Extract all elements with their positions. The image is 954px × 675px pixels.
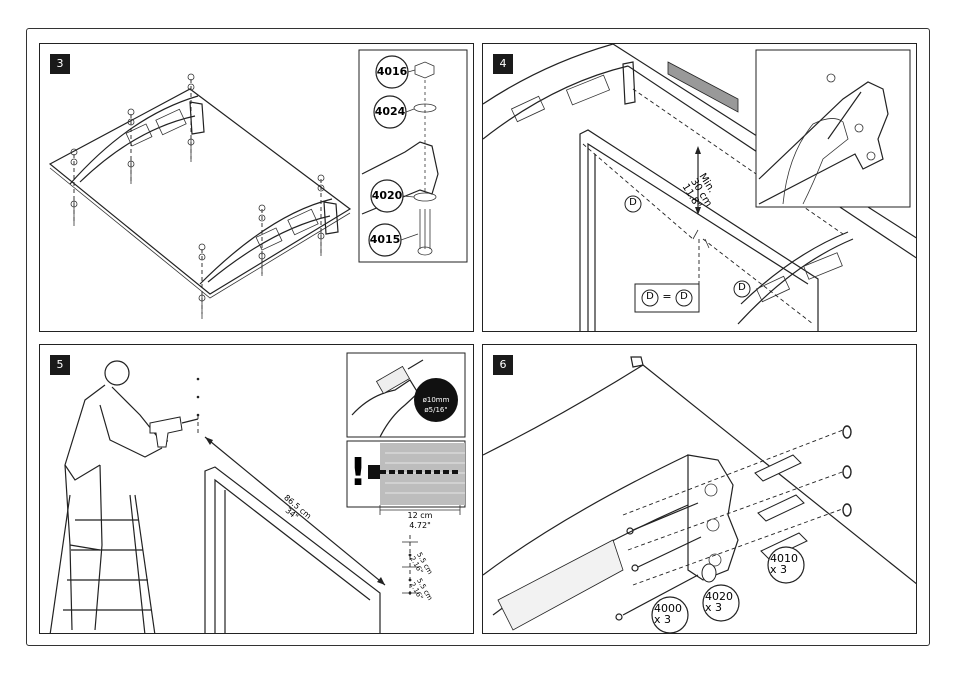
part-4000-quantity: x 3 xyxy=(654,613,672,626)
bracket-slot-left-2 xyxy=(510,95,546,123)
left-bracket-slot-2 xyxy=(125,123,153,147)
equality-left-d: D xyxy=(646,291,654,302)
right-bracket-arc xyxy=(737,238,854,325)
drill-diameter-in: ø5/16" xyxy=(424,406,448,414)
right-bracket-inner xyxy=(207,215,331,283)
screw-set xyxy=(70,73,325,319)
screw-guide-lines xyxy=(73,79,322,314)
canopy-corner xyxy=(630,356,644,368)
drill-diameter-mm: ø10mm xyxy=(422,396,450,404)
door-frame xyxy=(579,129,819,331)
spirit-level xyxy=(667,61,739,113)
bracket-cutout xyxy=(497,539,624,631)
right-bracket-slot xyxy=(287,208,319,236)
part-label-4016: 4016 xyxy=(376,65,408,78)
wall-plugs xyxy=(754,454,808,560)
warning-mark: ! xyxy=(349,450,367,494)
inset-bracket xyxy=(361,141,439,215)
wall-anchor-nuts xyxy=(842,425,852,517)
part-callouts xyxy=(368,55,419,257)
marker-d-left: D xyxy=(629,197,637,208)
part-4000-label: 4000 x 3 xyxy=(654,603,688,625)
equality-sign: = xyxy=(662,290,672,303)
step-number-4: 4 xyxy=(493,54,513,74)
power-drill xyxy=(149,416,183,448)
panel-step-4: 4 xyxy=(482,43,917,332)
part-label-4024: 4024 xyxy=(374,105,406,118)
right-wall-plate xyxy=(323,201,339,235)
canopy-positioning-illustration xyxy=(483,44,916,331)
left-wall-plate xyxy=(189,101,205,135)
part-label-4020: 4020 xyxy=(371,189,403,202)
canopy-panel-edge xyxy=(49,167,351,299)
canopy-panel xyxy=(48,88,352,295)
marker-d-right: D xyxy=(738,282,746,293)
right-bracket-arc xyxy=(199,198,333,285)
left-bracket-inner xyxy=(79,115,196,183)
part-4020-number: 4020 xyxy=(705,590,733,603)
inset-drill-bit xyxy=(407,359,424,370)
midpoint-arrow-right xyxy=(704,238,710,249)
washers xyxy=(701,563,717,583)
inset-bracket-plate xyxy=(758,81,889,205)
right-bracket-slot-2 xyxy=(255,227,283,251)
wall-fixing-illustration xyxy=(483,356,916,633)
bracket-slot-left xyxy=(565,74,611,106)
part-4000-number: 4000 xyxy=(654,602,682,615)
canopy-top-edge-inner xyxy=(483,65,629,140)
step-number-3: 3 xyxy=(50,54,70,74)
screws xyxy=(615,502,702,621)
plate-holes xyxy=(704,483,722,567)
part-4010-number: 4010 xyxy=(770,552,798,565)
person-drilling xyxy=(64,360,169,631)
depth-cm: 12 cm xyxy=(407,511,433,520)
part-4010-quantity: x 3 xyxy=(770,563,788,576)
height-dimension-line xyxy=(204,436,386,586)
part-4010-label: 4010 x 3 xyxy=(770,553,804,575)
wall-mounting-plate xyxy=(687,454,739,581)
part-4020-label: 4020 x 3 xyxy=(705,591,739,613)
door-frame xyxy=(204,466,381,633)
canopy-wall-edge xyxy=(642,364,916,585)
drill-chuck xyxy=(368,465,380,479)
fixing-guide-lines xyxy=(622,429,846,586)
instruction-sheet-frame xyxy=(26,28,930,646)
drill-size-badge xyxy=(414,378,458,422)
drilling-illustration xyxy=(49,352,466,633)
canopy-top-edge xyxy=(483,44,614,105)
door-guide-line-right xyxy=(702,238,814,325)
door-guide-line-left xyxy=(582,143,694,240)
canopy-assembly-illustration xyxy=(48,49,468,319)
inset-hand xyxy=(782,118,849,205)
left-bracket-slot xyxy=(155,108,187,136)
inset-pencil xyxy=(827,91,862,140)
inset-drill-hand xyxy=(351,379,419,438)
marker-circles xyxy=(624,195,751,298)
left-bracket-arc xyxy=(69,95,199,185)
panel-step-6: 6 xyxy=(482,344,917,634)
depth-in: 4.72" xyxy=(409,521,431,530)
canopy-edge-top xyxy=(483,364,644,456)
ladder xyxy=(49,494,156,633)
panel-step-3: 3 xyxy=(39,43,474,332)
bracket-arc xyxy=(483,454,689,576)
door-frame-inner xyxy=(214,478,371,633)
bracket-slot-right xyxy=(803,252,843,280)
part-4020-quantity: x 3 xyxy=(705,601,723,614)
level-guide-line xyxy=(632,88,844,235)
inset-drill xyxy=(375,365,411,395)
midpoint-arrow-left xyxy=(692,229,699,240)
equality-right-d: D xyxy=(680,291,688,302)
door-frame-inner xyxy=(587,142,809,331)
part-callouts xyxy=(651,546,805,633)
drill-point-marks xyxy=(196,377,200,417)
level-check-inset xyxy=(755,49,911,208)
left-wall-plate xyxy=(622,61,636,105)
panel-step-5: 5 xyxy=(39,344,474,634)
part-label-4015: 4015 xyxy=(369,233,401,246)
drill-bit xyxy=(181,418,199,424)
step-number-5: 5 xyxy=(50,355,70,375)
step-number-6: 6 xyxy=(493,355,513,375)
right-bracket-inner xyxy=(740,231,849,305)
